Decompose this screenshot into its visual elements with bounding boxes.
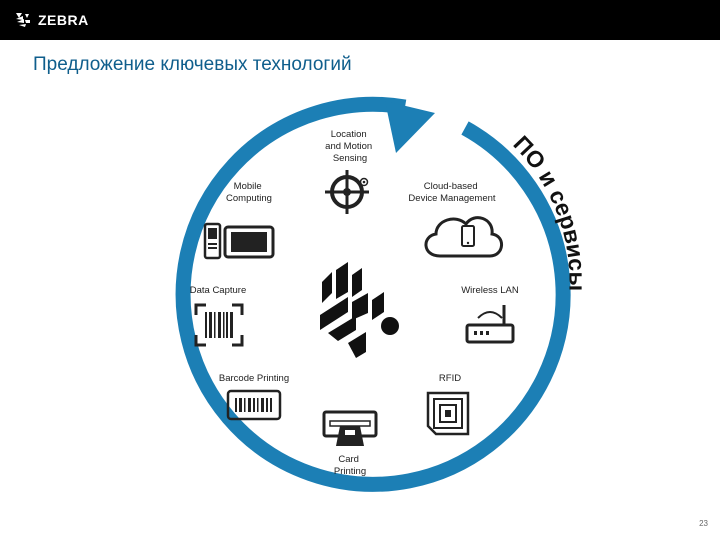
barcode-printing-label: Barcode Printing	[219, 373, 289, 384]
barcode-printing: Barcode Printing	[219, 373, 289, 421]
card-printing-label: Card Printing	[334, 454, 366, 477]
ring-arrowhead	[385, 101, 435, 153]
card-printing: Card Printing	[322, 410, 378, 477]
data-capture-label: Data Capture	[190, 285, 247, 296]
mobile-label: Mobile Computing	[226, 181, 272, 204]
brand-name: ZEBRA	[38, 12, 89, 28]
rfid-label: RFID	[439, 373, 461, 384]
page-number: 23	[699, 519, 708, 528]
data-capture: Data Capture	[190, 285, 247, 347]
top-bar: ZEBRA	[0, 0, 720, 40]
mobile-computing: Mobile Computing	[203, 181, 275, 260]
crosshair-icon	[325, 170, 369, 214]
mobile-devices-icon	[203, 222, 275, 260]
zebra-center-icon	[320, 262, 399, 358]
page-title: Предложение ключевых технологий	[33, 54, 352, 75]
zebra-logo: ZEBRA	[14, 10, 89, 30]
rfid: RFID	[426, 373, 470, 436]
barcode-scanner-icon	[194, 303, 244, 347]
rfid-tag-icon	[426, 391, 470, 436]
zebra-head-icon	[16, 13, 30, 27]
router-icon	[465, 305, 515, 344]
wireless-lan: Wireless LAN	[461, 285, 519, 344]
cloud-label: Cloud-based Device Management	[408, 181, 495, 204]
ring-arc	[175, 96, 571, 492]
card-printer-icon	[322, 410, 378, 446]
cloud-device-management: Cloud-based Device Management	[408, 181, 503, 258]
location-label: Location and Motion Sensing	[325, 129, 375, 164]
barcode-label-icon	[226, 389, 282, 421]
location-and-motion-sensing: Location and Motion Sensing	[325, 129, 375, 214]
wireless-label: Wireless LAN	[461, 285, 519, 296]
cloud-icon	[424, 216, 503, 258]
